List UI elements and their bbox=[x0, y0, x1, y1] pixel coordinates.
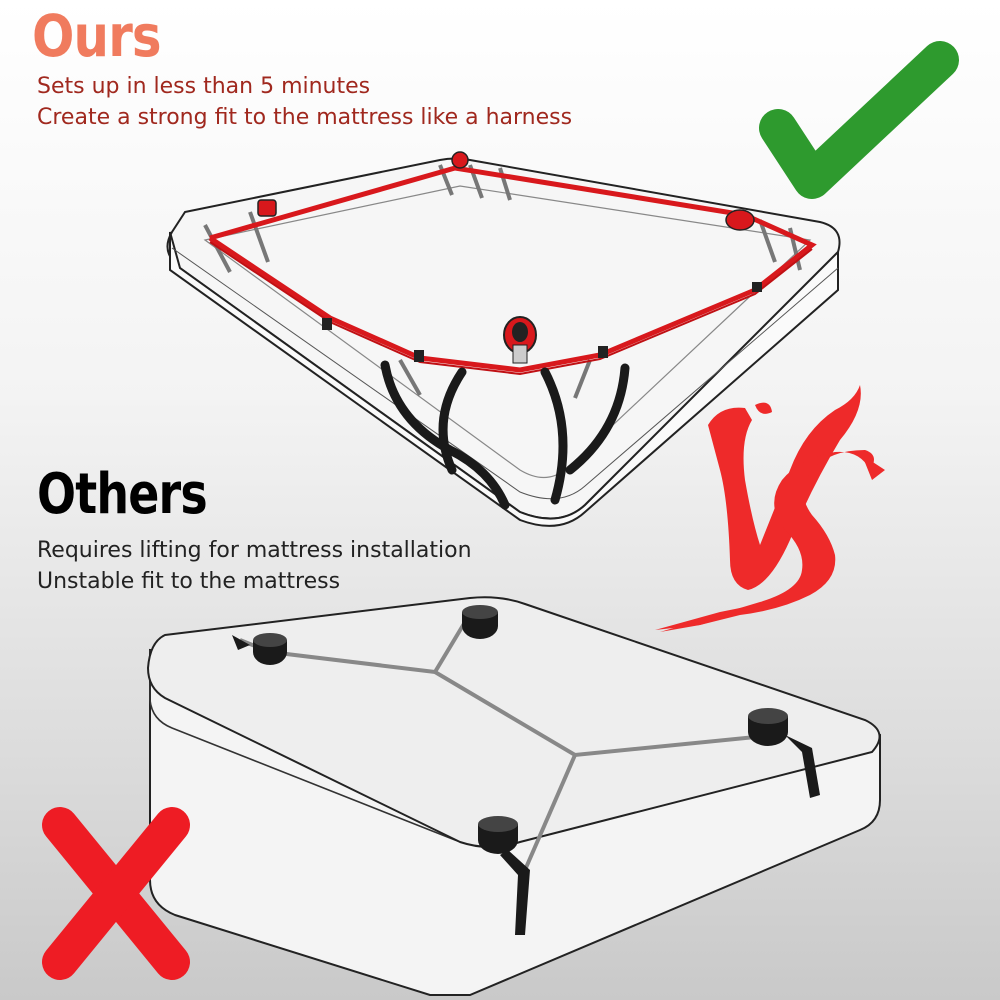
cross-mark-icon bbox=[42, 807, 190, 980]
black-anchors bbox=[232, 605, 820, 935]
ours-benefit-2: Create a strong fit to the mattress like… bbox=[37, 105, 573, 130]
ours-mattress-illustration bbox=[166, 151, 841, 527]
ours-heading: Ours bbox=[32, 2, 162, 70]
others-heading: Others bbox=[37, 462, 208, 527]
red-harness-strap bbox=[208, 165, 817, 373]
check-mark-icon bbox=[759, 41, 959, 199]
others-mattress-illustration bbox=[146, 596, 881, 996]
ours-benefit-1: Sets up in less than 5 minutes bbox=[37, 74, 371, 99]
others-drawback-1: Requires lifting for mattress installati… bbox=[37, 538, 472, 563]
vs-lettering bbox=[655, 385, 885, 632]
others-drawback-2: Unstable fit to the mattress bbox=[37, 569, 341, 594]
